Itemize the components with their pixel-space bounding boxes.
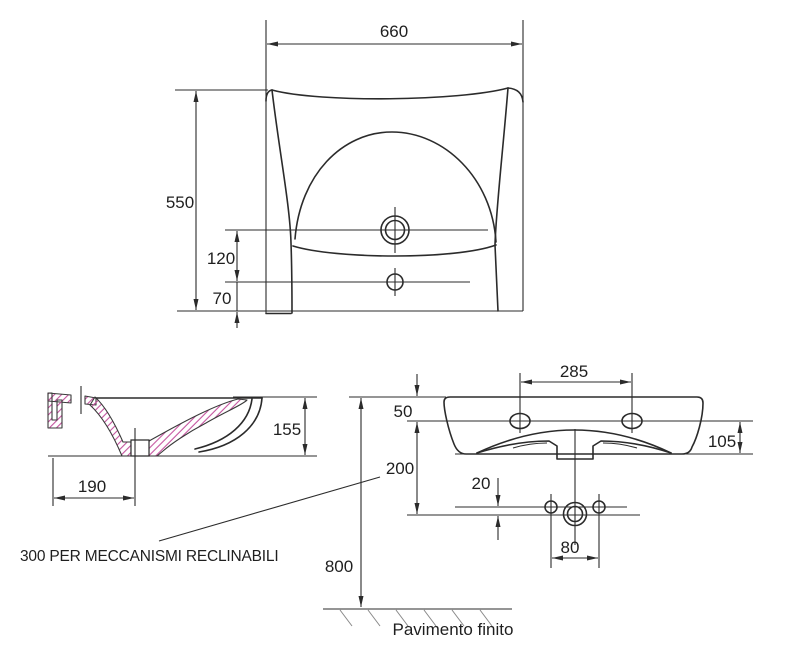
dim-800-label: 800	[325, 557, 353, 576]
basin-front-bowl-arch	[294, 131, 497, 243]
section-drain-outlet	[130, 439, 150, 457]
dim-top-to-fixing-holes: 50	[394, 374, 420, 421]
dim-20-label: 20	[472, 474, 491, 493]
apron-arch	[476, 429, 672, 454]
dim-fixing-hole-spacing: 285	[521, 362, 631, 385]
section-front-inner-curve	[194, 398, 253, 450]
basin-front-shelf-curve	[292, 244, 497, 257]
floor-label: Pavimento finito	[393, 620, 514, 639]
basin-front-left-corner	[265, 89, 273, 102]
apron-crease-right	[602, 442, 638, 449]
dim-drain-fixing-span: 80	[552, 538, 598, 561]
floor-hatch-tick	[339, 609, 353, 627]
dim-overall-height: 550	[166, 89, 268, 310]
dim-120-label: 120	[207, 249, 235, 268]
apron-lip-and-drain-notch	[476, 440, 672, 460]
dim-70-label: 70	[213, 289, 232, 308]
dim-285-label: 285	[560, 362, 588, 381]
floor: Pavimento finito	[323, 608, 514, 639]
section-bowl-floor-wall	[148, 398, 248, 457]
note-leader-line	[158, 476, 381, 542]
dim-550-label: 550	[166, 193, 194, 212]
dim-200-label: 200	[386, 459, 414, 478]
side-view: 285 50 200 105 20 80 800	[325, 362, 753, 607]
dim-tap-to-lower-hole: 120	[207, 229, 488, 283]
dim-top-to-drain-level: 200	[386, 422, 420, 514]
dim-basin-height: 155	[233, 396, 317, 455]
drain-outer-circle	[562, 501, 588, 527]
floor-hatch-tick	[451, 609, 465, 627]
dim-fixing-holes-to-bottom: 105	[708, 422, 743, 453]
reclining-note: 300 PER MECCANISMI RECLINABILI	[20, 476, 381, 565]
dim-drain-level-offset: 20	[472, 474, 501, 540]
dim-190-label: 190	[78, 477, 106, 496]
basin-front-right-silhouette	[494, 87, 509, 312]
basin-front-top-edge	[271, 87, 509, 100]
dim-660-label: 660	[380, 22, 408, 41]
drain-inner-circle	[566, 505, 584, 523]
dim-155-label: 155	[273, 420, 301, 439]
basin-front-right-corner	[507, 87, 524, 103]
floor-hatch-tick	[423, 609, 437, 627]
basin-side-outline	[443, 396, 704, 455]
dim-lower-hole-to-bottom: 70	[213, 282, 240, 328]
dim-top-to-floor: 800	[325, 398, 364, 607]
section-back-hook	[47, 392, 63, 429]
front-view: 660 550 120 70	[166, 20, 524, 328]
reclining-note-label: 300 PER MECCANISMI RECLINABILI	[20, 548, 278, 565]
dim-80-label: 80	[561, 538, 580, 557]
dim-105-label: 105	[708, 432, 736, 451]
floor-hatch-tick	[367, 609, 381, 627]
section-view: 155 190	[47, 386, 317, 506]
floor-hatch-tick	[479, 609, 493, 627]
dim-50-label: 50	[394, 402, 413, 421]
floor-hatch-tick	[395, 609, 409, 627]
dim-front-to-drain: 190	[52, 428, 136, 506]
section-front-outer-curve	[198, 397, 263, 453]
dim-overall-width: 660	[267, 22, 522, 47]
apron-crease-left	[512, 442, 548, 449]
basin-front-left-silhouette	[271, 89, 293, 314]
section-back-wall	[89, 396, 132, 457]
